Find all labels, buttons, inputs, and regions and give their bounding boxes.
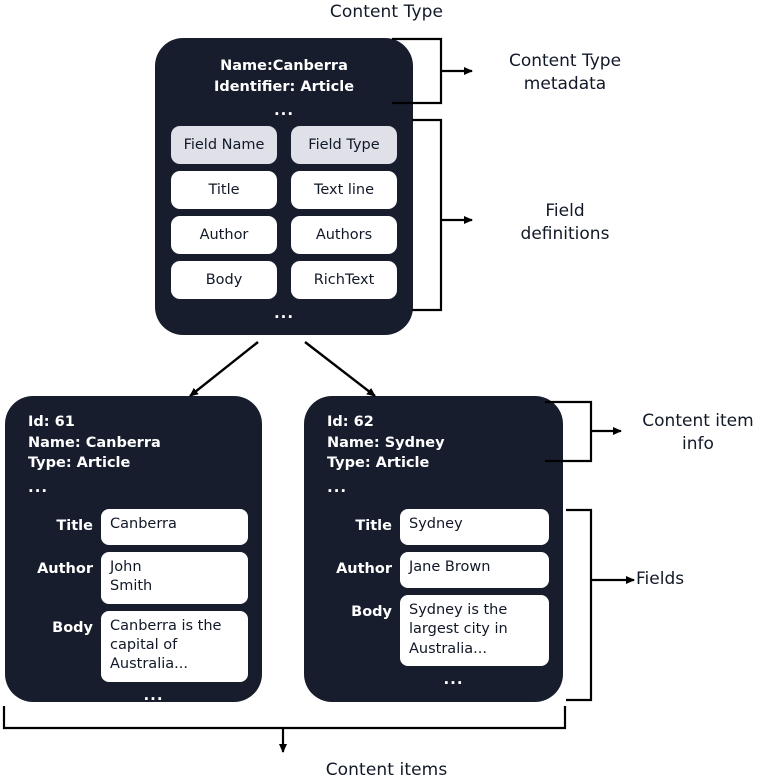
field-type-cell: RichText bbox=[291, 261, 397, 300]
field-label: Author bbox=[37, 560, 93, 577]
content-item-fields: Title Canberra Author John Smith Body Ca… bbox=[19, 508, 248, 682]
content-item-field-row: Title Sydney bbox=[318, 508, 549, 545]
field-name-cell: Author bbox=[171, 216, 277, 255]
content-item-type: Type: Article bbox=[28, 455, 131, 472]
field-type-cell: Text line bbox=[291, 171, 397, 210]
annotation-fields: Fields bbox=[636, 569, 685, 589]
content-item-field-row: Body Sydney is the largest city in Austr… bbox=[318, 594, 549, 666]
field-name-cell: Body bbox=[171, 261, 277, 300]
field-value: Canberra bbox=[101, 508, 248, 545]
content-type-card: Name:Canberra Identifier: Article ... Fi… bbox=[155, 38, 413, 335]
field-definition-row: Author Authors bbox=[171, 216, 397, 255]
content-item-type: Type: Article bbox=[327, 455, 430, 472]
annotation-content-type-metadata: Content Type metadata bbox=[508, 51, 622, 94]
field-label: Title bbox=[355, 517, 392, 534]
content-item-field-row: Author Jane Brown bbox=[318, 551, 549, 588]
content-item-fields: Title Sydney Author Jane Brown Body Sydn… bbox=[318, 508, 549, 666]
content-type-bottom-ellipsis: ... bbox=[273, 304, 295, 323]
content-item-field-row: Title Canberra bbox=[19, 508, 248, 545]
field-type-cell: Authors bbox=[291, 216, 397, 255]
content-item-meta-ellipsis: ... bbox=[327, 477, 348, 496]
annotation-content-item-info: Content item info bbox=[642, 411, 754, 454]
page-title-content-items: Content items bbox=[325, 760, 448, 780]
content-item-card-62: Id: 62 Name: Sydney Type: Article ... Ti… bbox=[304, 396, 563, 702]
arrow-content-type-to-item-61 bbox=[189, 341, 259, 397]
bracket-content-items bbox=[2, 706, 567, 730]
content-type-identifier: Identifier: Article bbox=[213, 78, 355, 95]
content-item-meta-ellipsis: ... bbox=[28, 477, 49, 496]
field-label: Author bbox=[336, 560, 392, 577]
content-item-field-row: Body Canberra is the capital of Australi… bbox=[19, 610, 248, 682]
field-label: Body bbox=[351, 603, 392, 620]
field-value: Canberra is the capital of Australia... bbox=[101, 610, 248, 682]
field-definitions-table: Field Name Field Type Title Text line Au… bbox=[171, 126, 397, 300]
content-item-card-61: Id: 61 Name: Canberra Type: Article ... … bbox=[5, 396, 262, 702]
annotation-field-definitions: Field definitions bbox=[520, 201, 610, 244]
field-definitions-header-row: Field Name Field Type bbox=[171, 126, 397, 165]
content-item-name: Name: Canberra bbox=[28, 434, 161, 451]
field-name-header: Field Name bbox=[171, 126, 277, 165]
field-label: Title bbox=[56, 517, 93, 534]
field-label: Body bbox=[52, 619, 93, 636]
content-item-field-row: Author John Smith bbox=[19, 551, 248, 604]
content-item-bottom-ellipsis: ... bbox=[143, 685, 164, 704]
content-item-bottom-ellipsis: ... bbox=[443, 670, 464, 688]
bracket-field-definitions bbox=[412, 118, 443, 312]
content-item-id: Id: 62 bbox=[327, 414, 374, 430]
content-type-name: Name:Canberra bbox=[220, 58, 348, 74]
content-item-name: Name: Sydney bbox=[327, 434, 445, 451]
field-value: Sydney is the largest city in Australia.… bbox=[400, 594, 549, 666]
content-type-meta-ellipsis: ... bbox=[273, 101, 295, 120]
content-item-id: Id: 61 bbox=[28, 414, 75, 430]
field-value: Sydney bbox=[400, 508, 549, 545]
arrow-content-type-to-item-62 bbox=[304, 341, 376, 397]
field-name-cell: Title bbox=[171, 171, 277, 210]
field-type-header: Field Type bbox=[291, 126, 397, 165]
field-definition-row: Title Text line bbox=[171, 171, 397, 210]
bracket-fields bbox=[566, 508, 593, 702]
field-value: John Smith bbox=[101, 551, 248, 604]
page-title-content-type: Content Type bbox=[329, 2, 444, 22]
field-value: Jane Brown bbox=[400, 551, 549, 588]
field-definition-row: Body RichText bbox=[171, 261, 397, 300]
